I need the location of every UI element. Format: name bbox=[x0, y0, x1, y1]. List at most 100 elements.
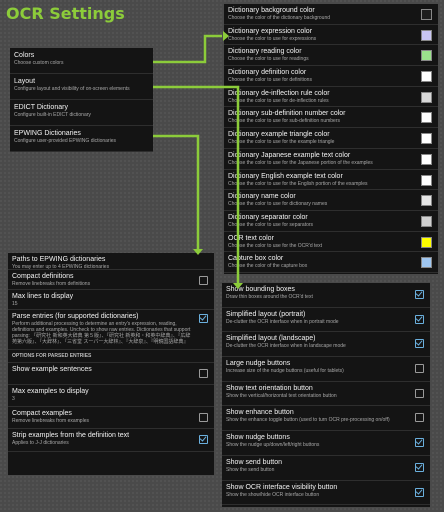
color-swatch[interactable] bbox=[421, 236, 432, 248]
epwing-pref-title: Show example sentences bbox=[12, 366, 92, 373]
checkbox[interactable] bbox=[415, 462, 424, 472]
color-pref-title: Dictionary sub-definition number color bbox=[228, 110, 346, 118]
epwing-pref-item[interactable]: Parse entries (for supported dictionarie… bbox=[8, 310, 214, 350]
epwing-pref-summary: You may enter up to 4 EPWING dictionarie… bbox=[12, 264, 110, 270]
color-swatch[interactable] bbox=[421, 50, 432, 62]
color-pref-summary: Choose the color of the capture box bbox=[228, 263, 308, 270]
layout-pref-summary: Show the vertical/horizontal text orient… bbox=[226, 392, 337, 399]
color-swatch[interactable] bbox=[421, 112, 432, 124]
layout-pref-summary: Show the send button bbox=[226, 466, 275, 473]
arrow-colors bbox=[153, 34, 222, 64]
color-swatch[interactable] bbox=[421, 174, 432, 186]
color-pref-title: OCR text color bbox=[228, 234, 274, 242]
layout-pref-summary: De-clutter the OCR interface when in por… bbox=[226, 318, 339, 325]
color-swatch[interactable] bbox=[421, 91, 432, 103]
checkbox[interactable] bbox=[199, 369, 208, 378]
color-pref-summary: Choose the color to use for the Japanese… bbox=[228, 159, 373, 166]
menu-item-title: EDICT Dictionary bbox=[14, 104, 68, 111]
color-pref-summary: Choose the color to use for sub-definiti… bbox=[228, 118, 341, 125]
arrowhead-colors bbox=[223, 31, 229, 41]
color-swatch[interactable] bbox=[421, 215, 432, 227]
color-pref-title: Dictionary example triangle color bbox=[228, 131, 330, 139]
epwing-pref-summary: Applies to J-J dictionaries bbox=[12, 440, 69, 446]
color-pref-summary: Choose the color to use for readings bbox=[228, 56, 309, 63]
color-pref-title: Dictionary Japanese example text color bbox=[228, 151, 351, 159]
color-swatch[interactable] bbox=[421, 257, 432, 269]
layout-pref-title: Large nudge buttons bbox=[226, 360, 291, 368]
color-swatch[interactable] bbox=[421, 195, 432, 207]
menu-item-summary: Configure built-in EDICT dictionary bbox=[14, 112, 91, 118]
checkbox[interactable] bbox=[415, 290, 424, 299]
epwing-pref-title: Compact examples bbox=[12, 410, 72, 417]
color-swatch[interactable] bbox=[421, 71, 432, 83]
color-pref-summary: Choose the color of the dictionary backg… bbox=[228, 15, 331, 21]
epwing-pref-item[interactable]: Show example sentences bbox=[8, 363, 214, 385]
color-pref-summary: Choose the color to use for definitions bbox=[228, 77, 312, 84]
checkbox[interactable] bbox=[415, 314, 424, 324]
checkbox[interactable] bbox=[199, 276, 208, 285]
arrow-layout bbox=[153, 85, 240, 284]
layout-pref-item[interactable]: Simplified layout (portrait)De-clutter t… bbox=[222, 308, 430, 333]
color-swatch[interactable] bbox=[421, 9, 432, 20]
checkbox[interactable] bbox=[199, 314, 208, 323]
checkbox[interactable] bbox=[199, 413, 208, 422]
checkbox[interactable] bbox=[415, 438, 424, 448]
checkbox[interactable] bbox=[199, 435, 208, 444]
arrowhead-epwing bbox=[193, 249, 203, 255]
epwing-pref-title: Max examples to display bbox=[12, 388, 89, 395]
color-pref-title: Dictionary definition color bbox=[228, 69, 307, 77]
color-pref-title: Capture box color bbox=[228, 255, 284, 263]
layout-pref-title: Show nudge buttons bbox=[226, 434, 290, 442]
layout-pref-item[interactable]: Simplified layout (landscape)De-clutter … bbox=[222, 332, 430, 358]
layout-pref-summary: Show the enhance toggle button (used to … bbox=[226, 417, 390, 424]
checkbox[interactable] bbox=[415, 388, 424, 398]
arrowhead-layout bbox=[233, 283, 243, 289]
color-swatch[interactable] bbox=[421, 133, 432, 145]
checkbox[interactable] bbox=[415, 364, 424, 374]
epwing-pref-title: Compact definitions bbox=[12, 273, 74, 280]
menu-item-summary: Choose custom colors bbox=[14, 60, 64, 66]
color-swatch[interactable] bbox=[421, 153, 432, 165]
color-pref-title: Dictionary separator color bbox=[228, 213, 308, 221]
color-swatch[interactable] bbox=[421, 29, 432, 41]
checkbox[interactable] bbox=[415, 413, 424, 423]
menu-item-title: Colors bbox=[14, 52, 35, 59]
checkbox[interactable] bbox=[415, 339, 424, 349]
checkbox[interactable] bbox=[415, 487, 424, 497]
menu-item-summary: Configure user-provided EPWING dictionar… bbox=[14, 138, 116, 144]
